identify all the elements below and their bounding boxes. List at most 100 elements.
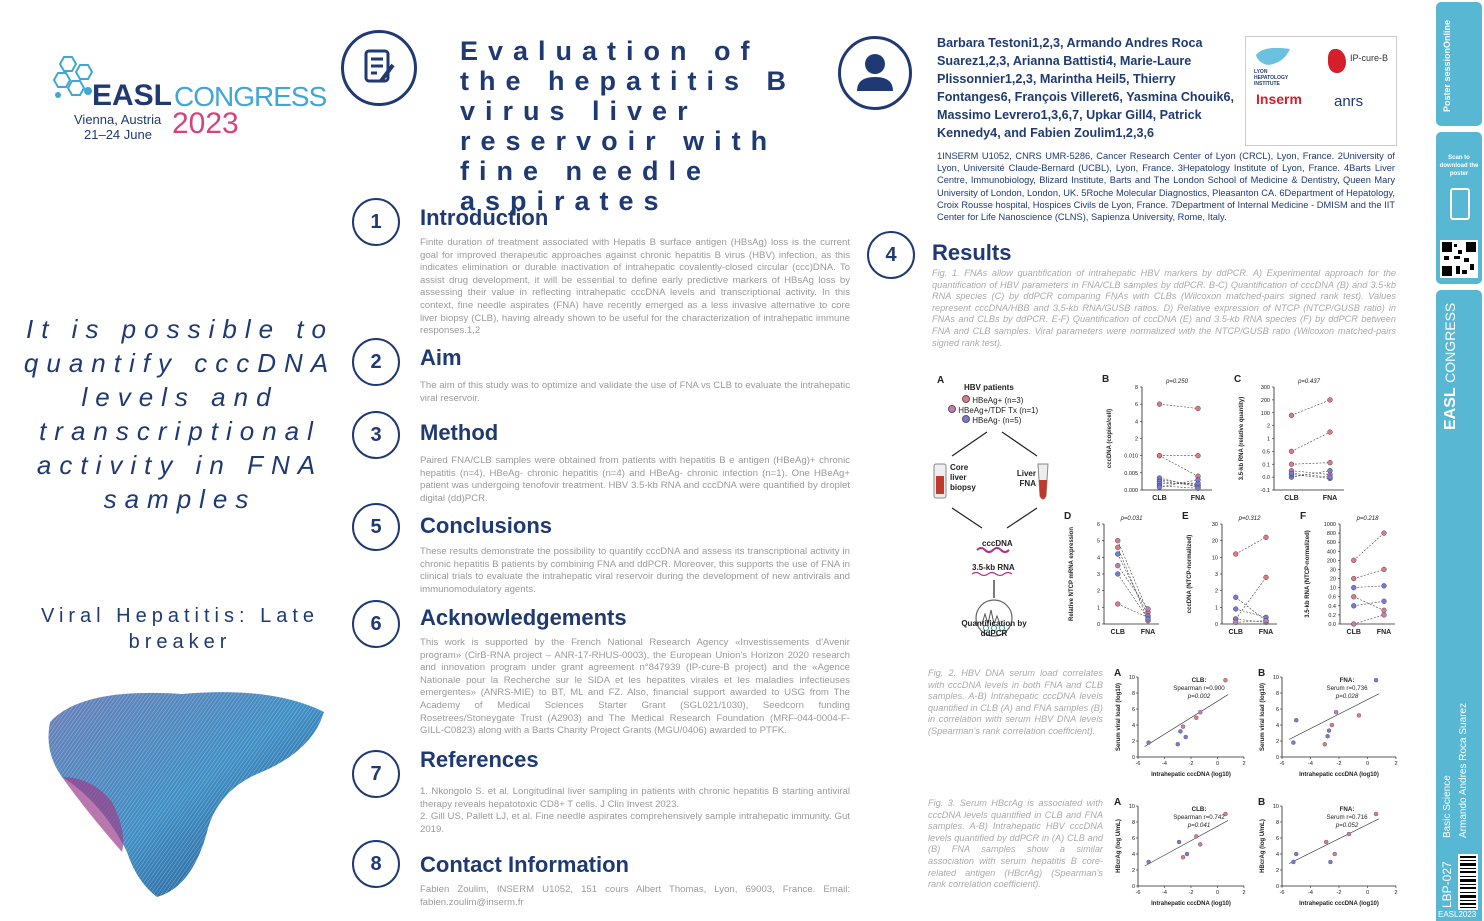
y-tick-label: 0 xyxy=(1276,755,1279,761)
y-tick-label: 1000 xyxy=(1324,522,1336,528)
x-tick-label: CLB xyxy=(1229,629,1243,636)
contact-text: Fabien Zoulim, INSERM U1052, 151 cours A… xyxy=(420,884,850,908)
data-point xyxy=(1288,461,1295,467)
data-point xyxy=(1381,598,1387,604)
legend-item-neg: HBeAg- (n=5) xyxy=(962,415,1021,425)
y-axis-label: Serum viral load (log10) xyxy=(1116,683,1122,751)
poster-title: Evaluation of the hepatitis B virus live… xyxy=(460,36,797,216)
sidebar-easl-brand: EASL xyxy=(1442,387,1459,430)
y-tick-label: 0.4 xyxy=(1328,604,1336,610)
x-tick-label: -4 xyxy=(1308,761,1313,767)
document-icon xyxy=(341,30,417,106)
liver-logo-icon xyxy=(1256,47,1290,65)
data-point xyxy=(1327,468,1333,474)
data-point xyxy=(1146,740,1151,745)
series-line xyxy=(1159,479,1199,486)
x-tick-label: -6 xyxy=(1136,761,1141,767)
data-point xyxy=(1381,612,1387,618)
data-point xyxy=(1329,722,1335,728)
series-line xyxy=(1159,477,1199,488)
data-point xyxy=(1322,741,1327,747)
data-point xyxy=(1145,606,1151,612)
x-tick-label: -4 xyxy=(1162,890,1167,896)
data-point xyxy=(1146,859,1151,865)
section-title-conclusions: Conclusions xyxy=(420,513,553,538)
y-tick-label: 4 xyxy=(1097,555,1100,561)
x-tick-label: CLB xyxy=(1284,495,1298,502)
stats-label: Serum r=0.716 xyxy=(1326,814,1368,821)
section-number: 2 xyxy=(352,338,400,386)
data-point xyxy=(1333,710,1339,715)
data-point xyxy=(1351,594,1357,600)
x-tick-label: CLB xyxy=(1347,629,1361,636)
y-tick-label: 6 xyxy=(1097,522,1100,528)
data-point xyxy=(1198,842,1203,847)
legend-dot-pos-icon xyxy=(962,395,970,403)
liver-illustration xyxy=(48,692,324,897)
sidebar-scan-block: Scan to download the poster xyxy=(1436,132,1482,284)
series-line xyxy=(1291,399,1331,416)
fit-line xyxy=(1144,694,1229,747)
data-point xyxy=(1115,571,1121,577)
barcode-icon xyxy=(1458,854,1478,910)
congress-label: CONGRESS xyxy=(174,81,327,112)
x-tick-label: -2 xyxy=(1189,890,1194,896)
series-line xyxy=(1235,620,1267,623)
data-point xyxy=(1294,718,1299,723)
stats-label: CLB: xyxy=(1192,806,1207,813)
data-point xyxy=(1326,728,1332,733)
data-point xyxy=(1194,715,1199,720)
y-tick-label: 0.6 xyxy=(1328,595,1336,601)
person-icon xyxy=(838,36,912,110)
y-tick-label: 0 xyxy=(1097,622,1100,628)
data-point xyxy=(1195,405,1201,412)
sidebar-brand: Poster sessionOnline xyxy=(1442,19,1452,112)
introduction-body: Finite duration of treatment associated … xyxy=(420,237,850,337)
easl-logo: EASL CONGRESS Vienna, Austria 21–24 June… xyxy=(52,55,332,145)
y-tick-label: 2 xyxy=(1215,589,1218,595)
data-point xyxy=(1373,677,1379,683)
y-tick-label: 800 xyxy=(1327,531,1336,537)
data-point xyxy=(1351,621,1357,627)
y-tick-label: 600 xyxy=(1327,540,1336,546)
data-point xyxy=(1180,855,1186,860)
data-point xyxy=(1373,811,1379,817)
y-axis-label: Relative NTCP mRNA expression xyxy=(1069,527,1075,621)
data-point xyxy=(1233,594,1239,600)
data-point xyxy=(1351,575,1357,582)
data-point xyxy=(1327,429,1333,435)
x-tick-label: -4 xyxy=(1162,761,1167,767)
data-point xyxy=(1328,859,1333,865)
y-axis-label: 3.5-kb RNA (NTCP-normalized) xyxy=(1305,530,1311,617)
legend-item-tdf: HBeAg+/TDF Tx (n=1) xyxy=(948,405,1038,415)
fit-line xyxy=(1288,818,1380,864)
p-value-label: p=0.250 xyxy=(1165,379,1189,385)
y-tick-label: 1 xyxy=(1215,605,1218,611)
workflow-arrows-icon xyxy=(933,431,1049,637)
series-line xyxy=(1353,569,1385,579)
y-tick-label: 30 xyxy=(1212,522,1218,528)
data-point xyxy=(1327,459,1333,466)
y-axis-label: cccDNA (NTCP-normalized) xyxy=(1187,535,1193,613)
y-axis-label: 3.5-kb RNA (relative quantity) xyxy=(1239,397,1245,480)
x-tick-label: FNA xyxy=(1191,495,1205,502)
scan-text: Scan to download the poster xyxy=(1439,155,1479,177)
p-value-label: p=0.312 xyxy=(1238,516,1262,522)
series-line xyxy=(1291,474,1331,479)
data-point xyxy=(1381,530,1387,536)
ipcure-logo-text: IP-cure-B xyxy=(1350,53,1389,63)
y-tick-label: 2 xyxy=(1132,739,1135,745)
data-point xyxy=(1183,734,1188,740)
data-point xyxy=(1156,453,1163,459)
x-tick-label: CLB xyxy=(1152,495,1166,502)
author-list: Barbara Testoni1,2,3, Armando Andres Roc… xyxy=(937,36,1234,140)
x-axis-label: Intrahepatic cccDNA (log10) xyxy=(1151,901,1231,907)
y-tick-label: 0.1 xyxy=(1262,462,1270,468)
fig3-caption: Fig. 3. Serum HBcrAg is associated with … xyxy=(928,798,1103,890)
y-tick-label: 0.2 xyxy=(1328,613,1336,619)
data-point xyxy=(1356,713,1362,718)
aim-text: The aim of this study was to optimize an… xyxy=(420,380,850,404)
series-line xyxy=(1353,585,1385,588)
section-number: 6 xyxy=(352,600,400,648)
affiliations: 1INSERM U1052, CNRS UMR-5286, Cancer Res… xyxy=(937,151,1395,223)
